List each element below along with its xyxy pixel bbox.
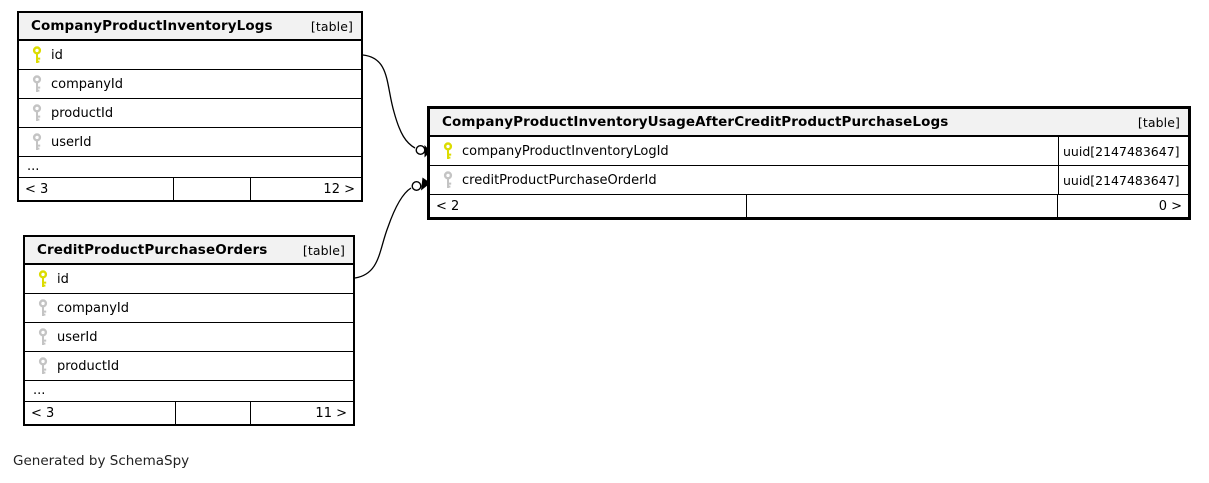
hidden-columns-indicator: ... [25, 381, 353, 402]
table-name: CompanyProductInventoryUsageAfterCreditP… [442, 114, 949, 130]
column-name: companyProductInventoryLogId [462, 143, 669, 159]
column-row: productId [25, 352, 353, 381]
column-name: userId [57, 329, 98, 345]
index-key-icon [32, 75, 42, 92]
column-row: userId [25, 323, 353, 352]
footer-spacer [175, 402, 251, 424]
table-type-badge: [table] [1137, 114, 1180, 130]
primary-key-icon [443, 142, 453, 159]
column-name: creditProductPurchaseOrderId [462, 172, 657, 188]
column-row: companyProductInventoryLogId uuid[214748… [430, 137, 1188, 166]
index-key-icon [32, 133, 42, 150]
column-name: productId [57, 358, 120, 374]
table-node-credit-product-purchase-orders[interactable]: CreditProductPurchaseOrders [table] id c… [23, 235, 355, 426]
column-row: userId [19, 128, 361, 157]
child-count: 11 > [315, 405, 347, 421]
table-type-badge: [table] [302, 242, 345, 258]
footer-spacer [746, 195, 1058, 217]
column-row: id [19, 41, 361, 70]
relationship-cardinality-circle [415, 144, 426, 155]
parent-count: < 2 [436, 198, 460, 214]
column-row: id [25, 265, 353, 294]
table-node-company-product-inventory-usage-after-credit-product-purchase-logs[interactable]: CompanyProductInventoryUsageAfterCreditP… [427, 106, 1191, 220]
table-footer: < 2 0 > [430, 195, 1188, 217]
table-footer: < 3 12 > [19, 178, 361, 200]
primary-key-icon [38, 270, 48, 287]
generator-note: Generated by SchemaSpy [13, 453, 190, 469]
index-key-icon [38, 299, 48, 316]
relationship-cardinality-circle [411, 180, 422, 191]
table-type-badge: [table] [310, 18, 353, 34]
column-name: productId [51, 105, 114, 121]
child-count: 0 > [1158, 198, 1182, 214]
column-type: uuid[2147483647] [1058, 137, 1188, 165]
column-row: companyId [19, 70, 361, 99]
table-header[interactable]: CompanyProductInventoryLogs [table] [19, 13, 361, 41]
column-name: companyId [57, 300, 130, 316]
footer-spacer [173, 178, 251, 200]
parent-count: < 3 [25, 181, 49, 197]
column-name: companyId [51, 76, 124, 92]
index-key-icon [38, 328, 48, 345]
table-name: CompanyProductInventoryLogs [31, 18, 273, 34]
column-name: id [51, 47, 63, 63]
relationship-line-purchaseorder [354, 187, 412, 279]
child-count: 12 > [323, 181, 355, 197]
relationship-line-inventorylog [362, 54, 416, 149]
table-header[interactable]: CompanyProductInventoryUsageAfterCreditP… [430, 109, 1188, 137]
index-key-icon [38, 357, 48, 374]
parent-count: < 3 [31, 405, 55, 421]
table-footer: < 3 11 > [25, 402, 353, 424]
table-node-company-product-inventory-logs[interactable]: CompanyProductInventoryLogs [table] id c… [17, 11, 363, 202]
table-header[interactable]: CreditProductPurchaseOrders [table] [25, 237, 353, 265]
column-name: userId [51, 134, 92, 150]
hidden-columns-indicator: ... [19, 157, 361, 178]
column-name: id [57, 271, 69, 287]
column-row: productId [19, 99, 361, 128]
index-key-icon [443, 171, 453, 188]
column-row: creditProductPurchaseOrderId uuid[214748… [430, 166, 1188, 195]
column-type: uuid[2147483647] [1058, 166, 1188, 194]
column-row: companyId [25, 294, 353, 323]
table-name: CreditProductPurchaseOrders [37, 242, 268, 258]
index-key-icon [32, 104, 42, 121]
primary-key-icon [32, 46, 42, 63]
